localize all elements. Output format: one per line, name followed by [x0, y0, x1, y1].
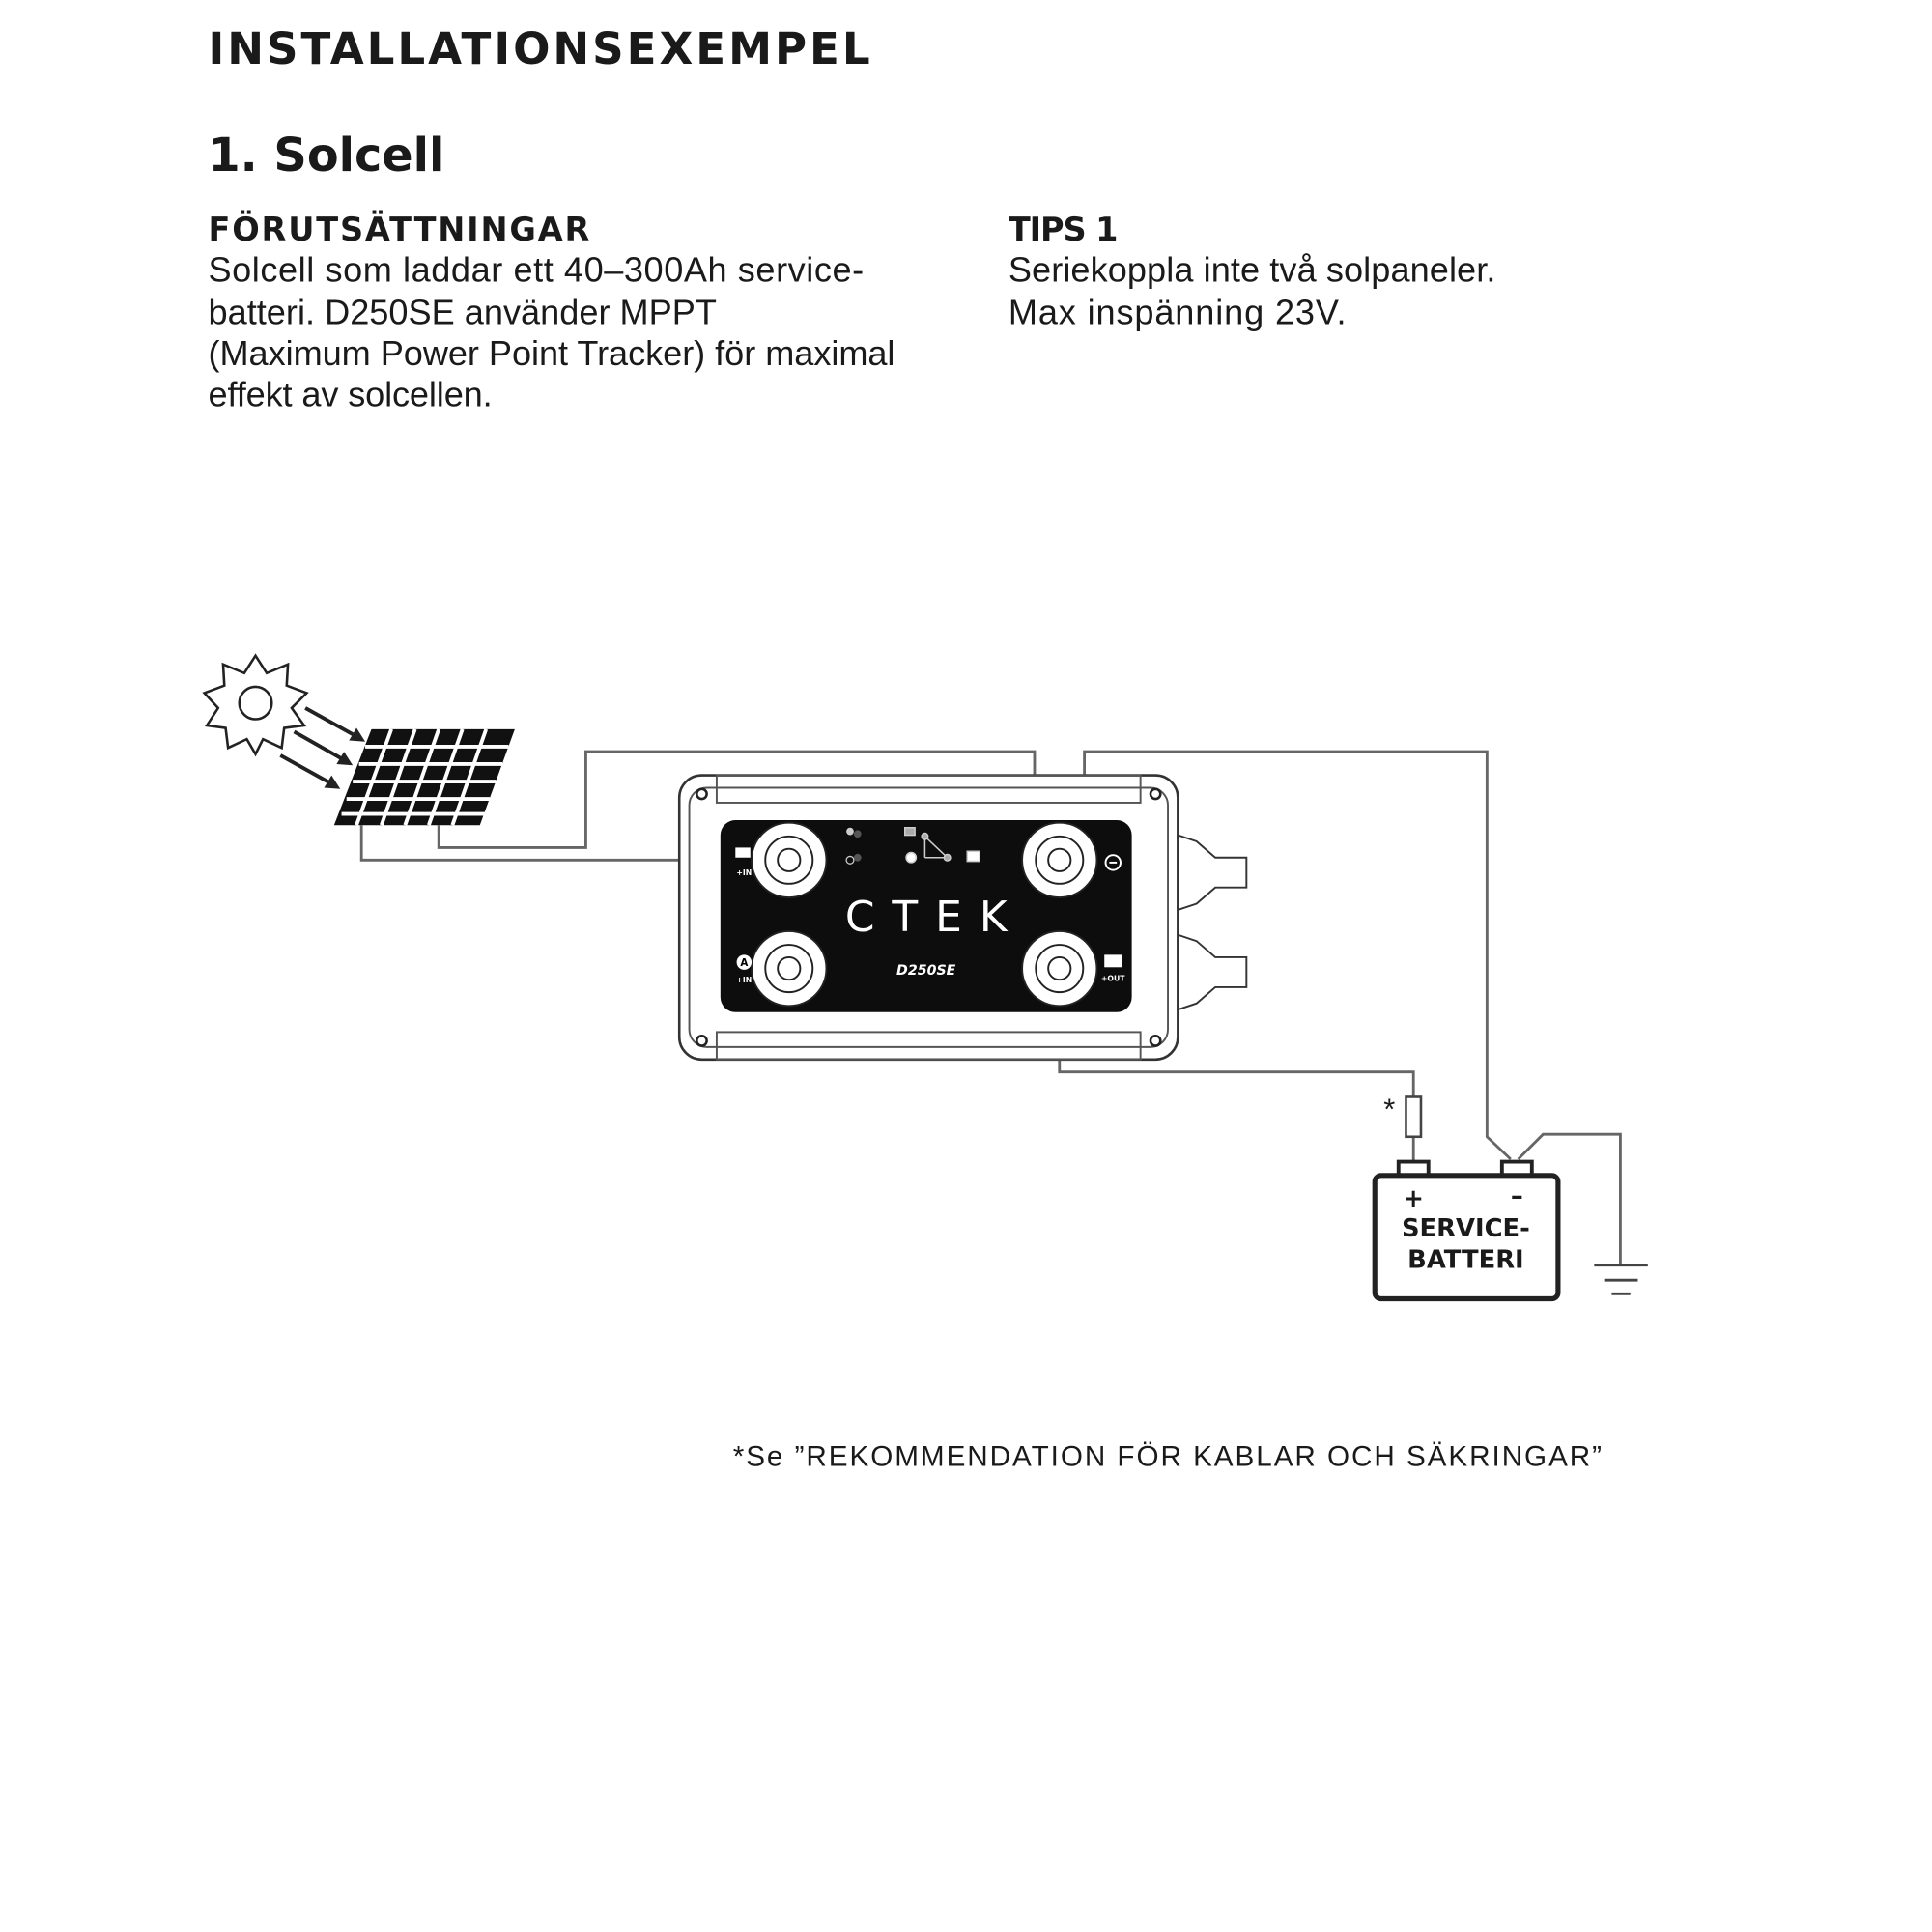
tips-line: Seriekoppla inte två solpaneler. — [1009, 250, 1496, 290]
tips-heading: TIPS 1 — [1009, 211, 1119, 248]
battery-label-line1: SERVICE- — [1402, 1214, 1530, 1243]
section-title: 1. Solcell — [208, 129, 444, 183]
minus-icon — [1104, 854, 1122, 871]
ctek-d250se-device: CTEK D250SE +IN A +IN +OUT — [677, 774, 1248, 1062]
svg-text:A: A — [740, 957, 748, 969]
service-battery: + – SERVICE- BATTERI — [1372, 1159, 1561, 1302]
solar-input-icon — [735, 847, 751, 858]
requirements-line: (Maximum Power Point Tracker) för maxima… — [208, 333, 895, 373]
status-led-icon — [845, 827, 862, 865]
alternator-icon — [736, 954, 753, 970]
output-label: +OUT — [1101, 974, 1125, 982]
requirements-line: Solcell som laddar ett 40–300Ah service- — [208, 250, 864, 290]
battery-minus-label: – — [1511, 1181, 1523, 1210]
solar-input-label: +IN — [736, 868, 752, 877]
page-title: INSTALLATIONSEXEMPEL — [208, 23, 869, 74]
tips-line: Max inspänning 23V. — [1009, 292, 1347, 331]
battery-plus-label: + — [1403, 1184, 1424, 1213]
terminal — [751, 821, 1098, 1008]
alternator-input-label: +IN — [736, 976, 752, 984]
footnote: *Se ”REKOMMENDATION FÖR KABLAR OCH SÄKRI… — [733, 1440, 1602, 1472]
fuse-footnote-mark: * — [1383, 1093, 1395, 1126]
battery-output-icon — [1104, 954, 1122, 968]
cable-gland-icon — [1177, 834, 1248, 1011]
requirements-line: effekt av solcellen. — [208, 375, 492, 414]
solar-panel-icon — [333, 728, 515, 826]
requirements-heading: FÖRUTSÄTTNINGAR — [208, 210, 589, 248]
charge-path-icon — [904, 827, 980, 864]
requirements-line: batteri. D250SE använder MPPT — [208, 292, 716, 331]
ground-icon — [1594, 1264, 1648, 1295]
battery-label-line2: BATTERI — [1407, 1245, 1523, 1274]
model-label: D250SE — [896, 963, 956, 979]
fuse-icon — [1405, 1095, 1423, 1139]
sun-icon — [202, 653, 366, 789]
